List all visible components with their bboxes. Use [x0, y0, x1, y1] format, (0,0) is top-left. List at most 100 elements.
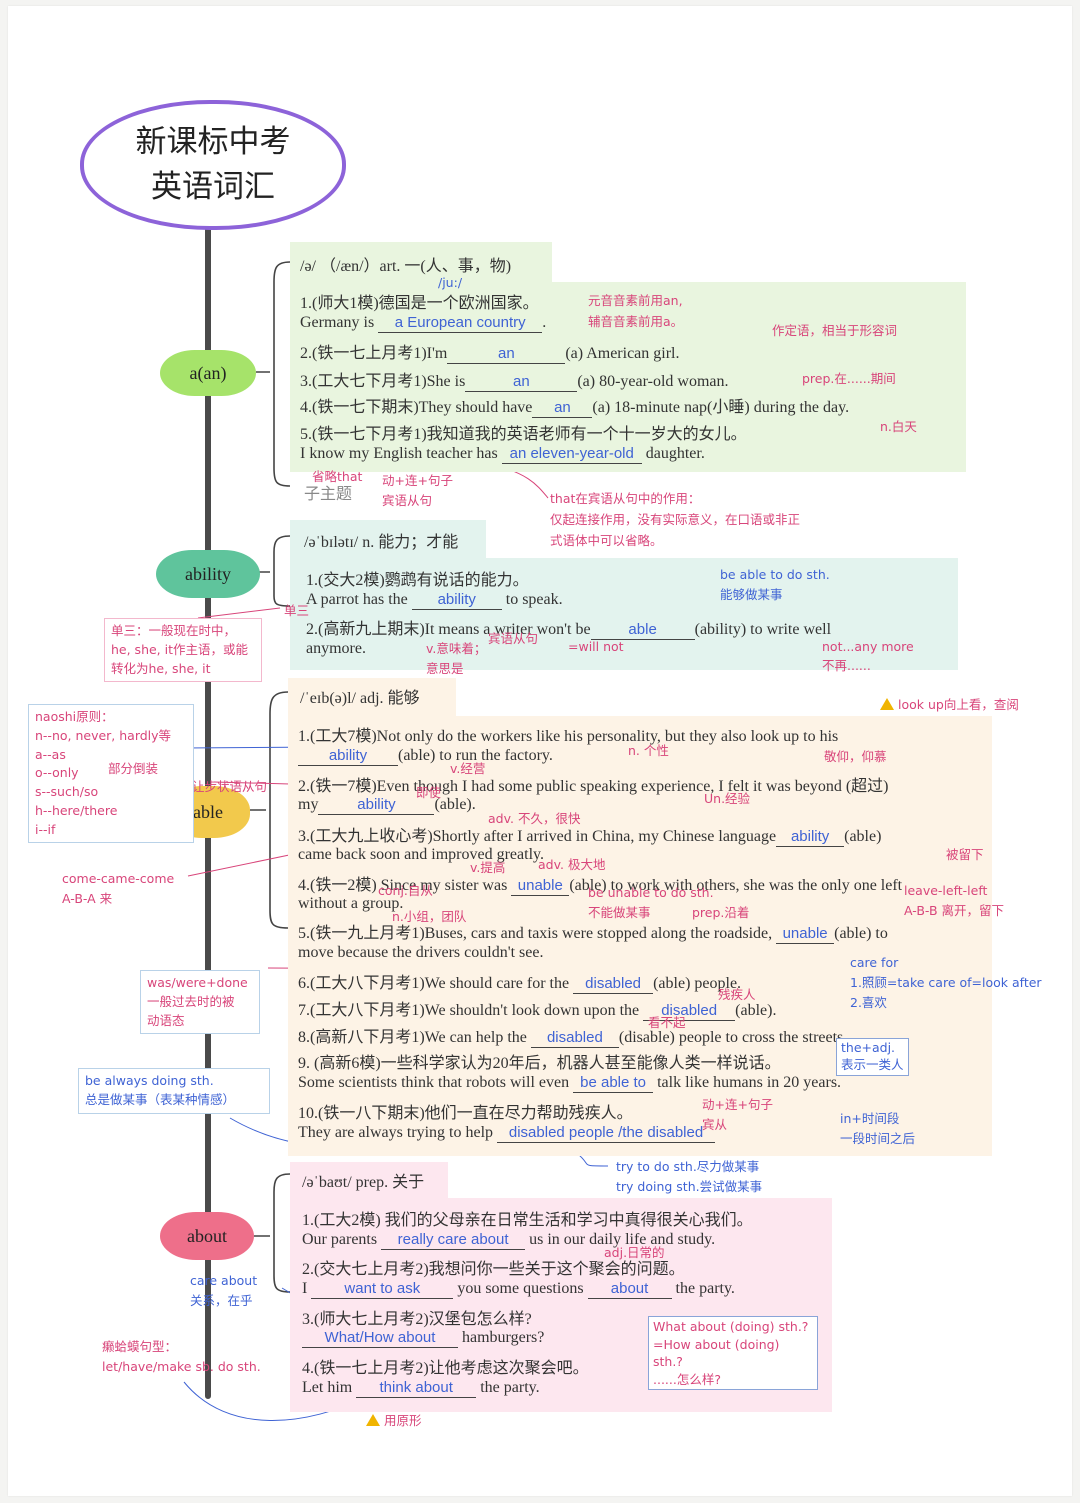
able-note-xiaozu: n.小组，团队 [392, 909, 467, 924]
a-note-ju: /ju:/ [438, 275, 463, 290]
able-note-rang: 让步状语从句 [192, 779, 268, 794]
ability-line-4: anymore. [306, 640, 366, 657]
able-line-3: 2.(铁一7模)Even though I had some public sp… [298, 778, 889, 795]
answer-blank[interactable]: disabled [573, 975, 654, 994]
answer-blank[interactable]: able [590, 621, 695, 640]
about-note-try-1: try to do sth.尽力做某事 [616, 1159, 760, 1174]
answer-blank[interactable]: ability [318, 796, 435, 815]
answer-blank[interactable]: disabled [643, 1002, 736, 1021]
node-about[interactable]: about [160, 1212, 254, 1260]
naoshi-rule-box: naoshi原则： n--no, never, hardly等 a--as o-… [28, 704, 194, 844]
able-note-leave: leave-left-left [904, 883, 988, 898]
a-note-attr: 作定语，相当于形容词 [772, 323, 898, 338]
answer-blank[interactable]: ability [411, 591, 502, 610]
able-line-8: without a group. [298, 895, 404, 912]
able-line-13: 8.(高新八下月考1)We can help the disabled(disa… [298, 1029, 848, 1048]
a-line-1: 1.(师大1模)德国是一个欧洲国家。 [300, 295, 539, 312]
answer-blank[interactable]: an [447, 345, 566, 364]
a-note-prep: prep.在......期间 [802, 371, 896, 386]
ability-note-dan: 单三 [284, 603, 310, 618]
answer-blank[interactable]: unable [776, 925, 835, 944]
about-line-8: Let him think about the party. [302, 1379, 540, 1398]
panel-able-body [288, 716, 992, 1156]
about-note-yuanxing: 用原形 [366, 1412, 422, 1430]
answer-blank[interactable]: What/How about [302, 1329, 458, 1348]
ability-line-2: A parrot has the ability to speak. [306, 591, 563, 610]
ability-note-obj: 宾语从句 [488, 631, 539, 646]
able-note-yanzhe: prep.沿着 [692, 905, 750, 920]
able-note-abb: A-B-B 离开，留下 [904, 903, 1005, 918]
answer-blank[interactable]: ability [298, 747, 398, 766]
able-note-jishi: 即使 [416, 785, 442, 800]
answer-blank[interactable]: about [587, 1280, 672, 1299]
a-note-that-3: 式语体中可以省略。 [550, 533, 663, 548]
node-ability[interactable]: ability [156, 550, 260, 598]
answer-blank[interactable]: an [465, 373, 578, 392]
a-note-omit: 省略that [312, 469, 363, 484]
able-line-14: 9. (高新6模)一些科学家认为20年后，机器人甚至能像人类一样说话。 [298, 1055, 781, 1072]
able-header: /ˈeɪb(ə)l/ adj. 能够 [300, 690, 420, 707]
node-a-an[interactable]: a(an) [160, 350, 256, 396]
able-note-jingying: v.经营 [450, 761, 486, 776]
warning-icon [880, 698, 894, 710]
able-line-11: 6.(工大八下月考1)We should care for the disabl… [298, 975, 742, 994]
able-note-care-2: 2.喜欢 [850, 995, 887, 1010]
able-line-16: 10.(铁一八下期末)他们一直在尽力帮助残疾人。 [298, 1105, 633, 1122]
mindmap-page: 新课标中考 英语词汇 a(an) /ə/ （/æn/）art. 一(人、事，物)… [8, 6, 1072, 1496]
able-note-inyear-2: 一段时间之后 [840, 1131, 916, 1146]
able-note-kanbuqi: 看不起 [648, 1015, 686, 1030]
answer-blank[interactable]: want to ask [311, 1280, 454, 1299]
ability-header: /əˈbɪlətɪ/ n. 能力；才能 [304, 534, 459, 551]
map-title: 新课标中考 英语词汇 [80, 100, 346, 230]
answer-blank[interactable]: unable [511, 877, 570, 896]
able-note-care-1: 1.照顾=take care of=look after [850, 975, 1042, 990]
a-subtopic: 子主题 [304, 486, 353, 503]
answer-blank[interactable]: really care about [381, 1231, 526, 1250]
able-note-canji: 残疾人 [718, 987, 756, 1002]
answer-blank[interactable]: be able to [573, 1074, 654, 1093]
answer-blank[interactable]: think about [356, 1379, 477, 1398]
about-note-lai-1: 癞蛤蟆句型： [102, 1339, 178, 1354]
ability-note-beable-2: 能够做某事 [720, 587, 783, 602]
a-note-vowel-1: 元音音素前用an, [588, 293, 683, 308]
able-note-lookup: look up向上看，查阅 [880, 696, 1019, 714]
able-line-10: move because the drivers couldn't see. [298, 944, 544, 961]
able-note-jingyang: 敬仰，仰慕 [824, 749, 887, 764]
panel-ability-header [290, 520, 486, 558]
answer-blank[interactable]: ability [776, 828, 845, 847]
answer-blank[interactable]: disabled people /the disabled [497, 1124, 716, 1143]
about-line-7: 4.(铁一七上月考2)让他考虑这次聚会吧。 [302, 1360, 589, 1377]
a-note-clause-1: 动+连+句子 [382, 473, 453, 488]
answer-blank[interactable]: a European country [378, 314, 543, 333]
ability-third-person-box: 单三：一般现在时中， he, she, it作主语，或能 转化为he, she,… [104, 618, 262, 683]
able-note-jingyan: Un.经验 [704, 791, 751, 806]
able-line-2: ability(able) to run the factory. [298, 747, 553, 766]
ability-note-willnot: =will not [568, 639, 624, 654]
about-note-careabout-2: 关系，在乎 [190, 1293, 253, 1308]
answer-blank[interactable]: disabled [530, 1029, 619, 1048]
able-note-dong: 动+连+句子 [702, 1097, 773, 1112]
a-line-2: Germany is a European country. [300, 314, 547, 333]
answer-blank[interactable]: an eleven-year-old [501, 445, 642, 464]
about-line-4: I want to ask you some questions about t… [302, 1280, 735, 1299]
about-header: /əˈbaʊt/ prep. 关于 [302, 1174, 425, 1191]
ability-note-notany-1: not...any more [822, 639, 914, 654]
able-note-conj: conj.自从 [378, 883, 433, 898]
able-line-15: Some scientists think that robots will e… [298, 1074, 842, 1093]
answer-blank[interactable]: an [532, 399, 593, 418]
about-line-1: 1.(工大2模) 我们的父母亲在日常生活和学习中真得很关心我们。 [302, 1212, 753, 1229]
come-note-2: A-B-A 来 [62, 891, 113, 906]
about-note-careabout-1: care about [190, 1273, 258, 1288]
able-line-5: 3.(工大九上收心考)Shortly after I arrived in Ch… [298, 828, 882, 847]
able-line-6: came back soon and improved greatly. [298, 846, 544, 863]
a-note-that-2: 仅起连接作用，没有实际意义，在口语或非正 [550, 512, 801, 527]
about-line-2: Our parents really care about us in our … [302, 1231, 716, 1250]
able-line-1: 1.(工大7模)Not only do the workers like his… [298, 728, 839, 745]
a-note-clause-2: 宾语从句 [382, 493, 433, 508]
a-header: /ə/ （/æn/）art. 一(人、事，物) [300, 258, 512, 275]
able-note-carefor: care for [850, 955, 899, 970]
